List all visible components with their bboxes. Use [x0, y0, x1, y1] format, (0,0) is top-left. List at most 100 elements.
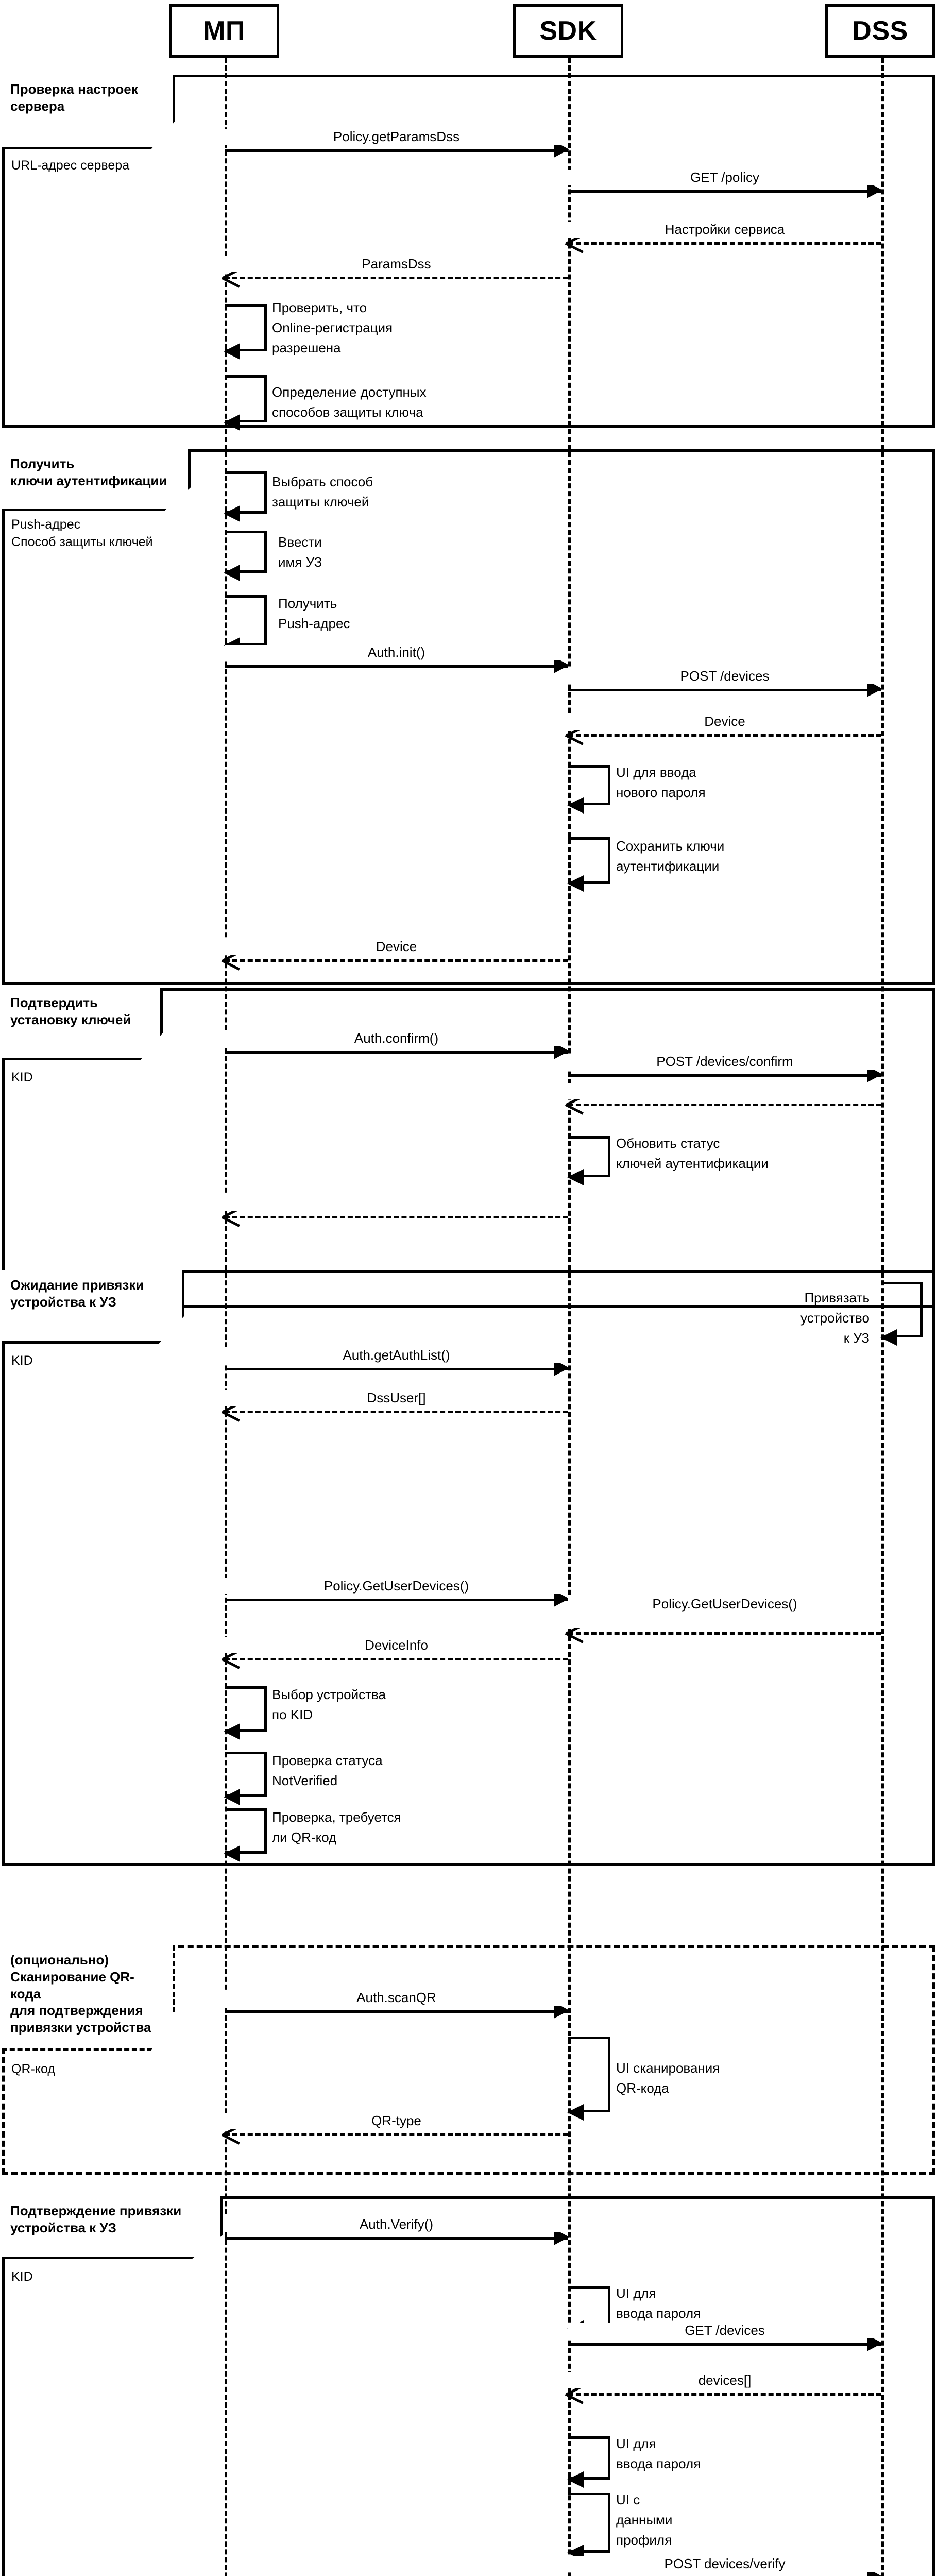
- message-line: [225, 1411, 568, 1413]
- fragment-frame-2: [2, 449, 935, 985]
- self-message-path: [225, 531, 267, 573]
- fragment-params-3: KID: [11, 1070, 33, 1084]
- message-line: [225, 1216, 568, 1218]
- self-message-path: [568, 2493, 610, 2553]
- arrowhead-filled-left-icon: [224, 1845, 240, 1862]
- message-label-m24: POST devices/verify: [568, 2556, 881, 2572]
- self-message-label-s14: UI для ввода пароля: [616, 2285, 701, 2321]
- self-message-label-s2: Определение доступных способов защиты кл…: [272, 384, 427, 420]
- self-message-path: [568, 2436, 610, 2480]
- message-label-m2: GET /policy: [568, 170, 881, 185]
- participant-box-sdk[interactable]: SDK: [513, 4, 623, 58]
- fragment-label-6: Подтверждение привязки устройства к УЗ: [2, 2196, 223, 2259]
- self-message-path: [225, 1808, 267, 1854]
- message-label-m11: [568, 1083, 881, 1099]
- message-label-m13: Auth.getAuthList(): [225, 1347, 568, 1363]
- message-line: [225, 149, 568, 152]
- fragment-params-2: Push-адрес Способ защиты ключей: [11, 517, 153, 549]
- self-message-path: [568, 2037, 610, 2112]
- fragment-frame-1: [2, 75, 935, 428]
- self-message-label-s11: Проверка статуса NotVerified: [272, 1753, 383, 1788]
- self-message-label-s5: Получить Push-адрес: [278, 596, 350, 631]
- message-line: [568, 734, 881, 737]
- message-line: [225, 2237, 568, 2240]
- fragment-title-1: Проверка настроек сервера: [10, 81, 138, 114]
- arrowhead-filled-left-icon: [880, 1329, 897, 1346]
- self-message-path: [225, 1752, 267, 1797]
- message-label-m7: Device: [568, 714, 881, 730]
- arrowhead-filled-left-icon: [567, 2104, 584, 2121]
- message-line: [225, 1658, 568, 1660]
- message-label-m9: Auth.confirm(): [225, 1030, 568, 1046]
- message-line: [568, 2393, 881, 2396]
- message-line: [568, 1104, 881, 1106]
- self-message-s8[interactable]: [567, 1136, 610, 1185]
- self-message-s10[interactable]: [224, 1686, 267, 1740]
- message-label-m22: GET /devices: [568, 2323, 881, 2338]
- fragment-title-4: Ожидание привязки устройства к УЗ: [10, 1277, 144, 1310]
- participant-box-mp[interactable]: МП: [169, 4, 279, 58]
- message-label-m12: [225, 1195, 568, 1211]
- message-line: [225, 665, 568, 668]
- message-label-m21: Auth.Verify(): [225, 2216, 568, 2232]
- self-message-s7[interactable]: [567, 837, 610, 892]
- fragment-params-4: KID: [11, 1353, 33, 1368]
- fragment-params-5: QR-код: [11, 2062, 55, 2076]
- message-line: [225, 1051, 568, 1054]
- arrowhead-filled-left-icon: [567, 1169, 584, 1185]
- message-label-m5: Auth.init(): [225, 645, 568, 660]
- message-label-m19: Auth.scanQR: [225, 1990, 568, 2006]
- fragment-title-5: (опционально) Сканирование QR-кода для п…: [10, 1952, 151, 2035]
- self-message-s6[interactable]: [567, 765, 610, 814]
- fragment-frame-5: [2, 1945, 935, 2175]
- arrowhead-filled-left-icon: [567, 2471, 584, 2488]
- fragment-label-5: (опционально) Сканирование QR-кода для п…: [2, 1945, 175, 2051]
- self-message-s15[interactable]: [567, 2436, 610, 2488]
- message-label-m1: Policy.getParamsDss: [225, 129, 568, 145]
- fragment-params-6: KID: [11, 2269, 33, 2284]
- message-label-m3: Настройки сервиса: [568, 222, 881, 238]
- message-line: [568, 1632, 881, 1635]
- arrowhead-filled-left-icon: [224, 1723, 240, 1740]
- self-message-path: [881, 1282, 923, 1337]
- self-message-label-s4: Ввести имя УЗ: [278, 534, 322, 570]
- self-message-path: [225, 375, 267, 422]
- self-message-label-s10: Выбор устройства по KID: [272, 1687, 386, 1722]
- self-message-s4[interactable]: [224, 531, 267, 581]
- self-message-s11[interactable]: [224, 1752, 267, 1805]
- arrowhead-filled-left-icon: [224, 1789, 240, 1805]
- fragment-label-1: Проверка настроек сервера: [2, 75, 175, 149]
- self-message-s1[interactable]: [224, 304, 267, 360]
- lifeline-mp: [225, 58, 227, 2576]
- message-label-m6: POST /devices: [568, 668, 881, 684]
- self-message-s12[interactable]: [224, 1808, 267, 1862]
- message-label-m16: Policy.GetUserDevices(): [568, 1596, 881, 1612]
- message-label-m10: POST /devices/confirm: [568, 1054, 881, 1070]
- self-message-label-s8: Обновить статус ключей аутентификации: [616, 1136, 769, 1171]
- participant-label-mp: МП: [203, 16, 245, 46]
- message-label-m20: QR-type: [225, 2113, 568, 2129]
- fragment-params-1: URL-адрес сервера: [11, 158, 130, 173]
- message-line: [225, 1599, 568, 1601]
- lifeline-sdk: [568, 58, 571, 2576]
- fragment-label-3: Подтвердить установку ключей: [2, 988, 163, 1060]
- self-message-label-s1: Проверить, что Online-регистрация разреш…: [272, 300, 393, 355]
- participant-box-dss[interactable]: DSS: [825, 4, 935, 58]
- self-message-s2[interactable]: [224, 375, 267, 431]
- arrowhead-filled-left-icon: [224, 505, 240, 522]
- message-line: [568, 242, 881, 245]
- self-message-s9[interactable]: [880, 1282, 923, 1346]
- self-message-s16[interactable]: [567, 2493, 610, 2561]
- message-label-m8: Device: [225, 939, 568, 955]
- message-line: [225, 277, 568, 279]
- message-line: [568, 190, 881, 193]
- arrowhead-filled-left-icon: [567, 797, 584, 814]
- arrowhead-filled-left-icon: [224, 414, 240, 431]
- self-message-s13[interactable]: [567, 2037, 610, 2121]
- message-label-m15: Policy.GetUserDevices(): [225, 1578, 568, 1594]
- fragment-title-3: Подтвердить установку ключей: [10, 995, 131, 1027]
- self-message-s3[interactable]: [224, 471, 267, 522]
- self-message-path: [225, 1686, 267, 1732]
- self-message-s5[interactable]: [224, 595, 267, 654]
- message-label-m14: DssUser[]: [225, 1390, 568, 1406]
